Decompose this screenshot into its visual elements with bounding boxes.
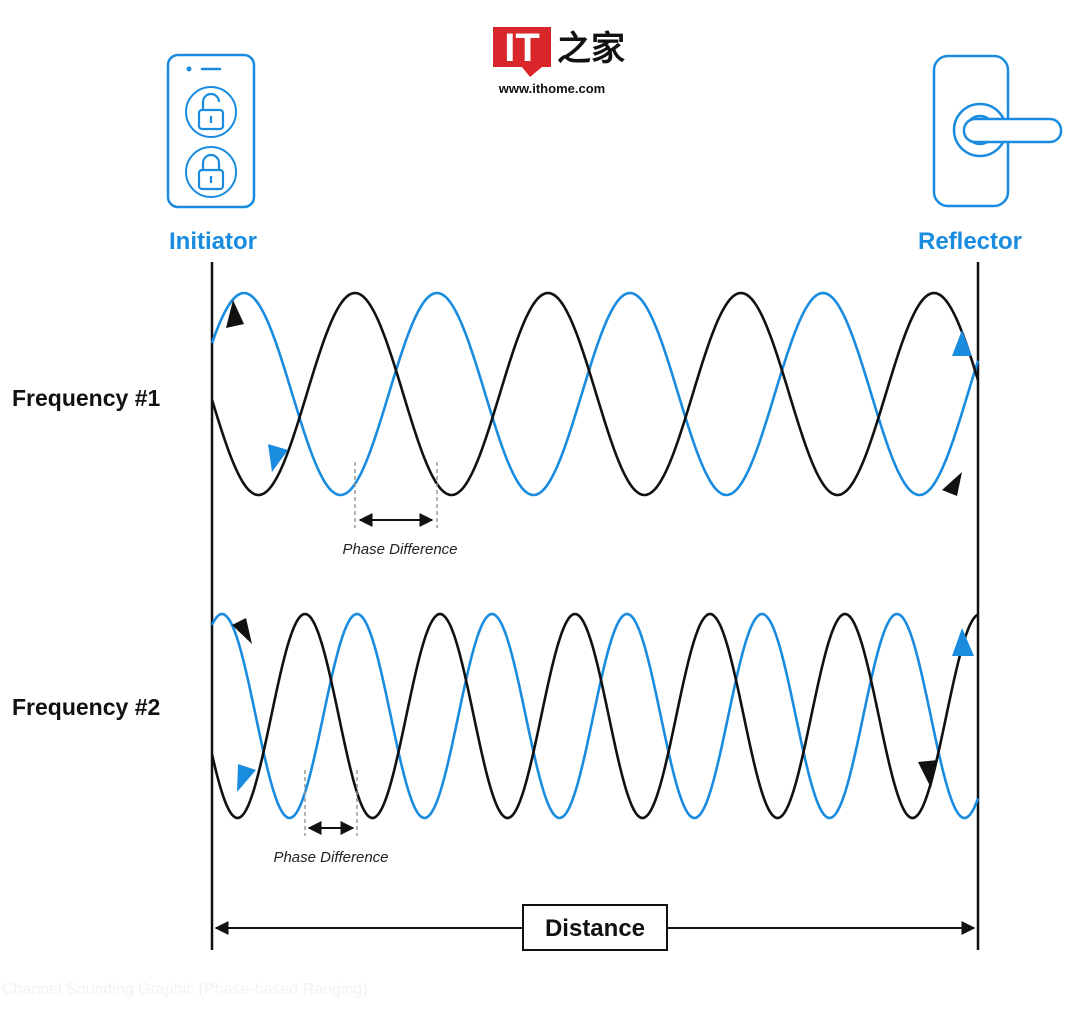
unlocked-padlock-icon xyxy=(185,86,237,138)
frequency-2-phase-difference: Phase Difference xyxy=(273,770,389,866)
initiator-label: Initiator xyxy=(169,228,257,255)
distance-label-box xyxy=(522,904,668,951)
distance-label: Distance xyxy=(545,915,645,942)
f2-outgoing-end-arrow xyxy=(918,760,938,788)
frequency-1-direction-arrows xyxy=(226,300,972,496)
ithome-url: www.ithome.com xyxy=(498,81,605,96)
frequency-1-label: Frequency #1 xyxy=(12,385,160,411)
phase-difference-label-2: Phase Difference xyxy=(273,849,388,866)
frequency-1-waves xyxy=(210,291,980,497)
distance-dimension: Distance xyxy=(214,904,976,951)
f1-return-start-arrow xyxy=(952,330,972,356)
f1-outgoing-start-arrow xyxy=(226,300,244,328)
frequency-2-waves xyxy=(210,612,980,820)
frequency-1-outgoing-wave xyxy=(210,291,980,497)
reflector-label: Reflector xyxy=(918,228,1022,255)
smartphone-lock-icon xyxy=(166,53,256,209)
f2-return-end-arrow xyxy=(237,764,256,792)
ithome-brand-text: 之家 xyxy=(557,30,625,68)
figure-caption: Channel Sounding Graphic (Phase-based Ra… xyxy=(2,981,368,998)
ithome-logo-text: IT xyxy=(504,26,540,70)
ithome-watermark: IT 之家 www.ithome.com xyxy=(493,26,625,96)
frequency-2-direction-arrows xyxy=(232,618,974,792)
frequency-2-label: Frequency #2 xyxy=(12,694,160,720)
ithome-logo-box xyxy=(493,27,551,67)
door-handle-icon xyxy=(932,54,1063,208)
frequency-1-return-wave xyxy=(210,291,980,497)
frequency-1-phase-difference: Phase Difference xyxy=(342,462,458,558)
phase-difference-label-1: Phase Difference xyxy=(342,541,457,558)
locked-padlock-icon xyxy=(185,146,237,198)
f2-outgoing-start-arrow xyxy=(232,618,252,644)
f2-return-start-arrow xyxy=(952,628,974,656)
f1-outgoing-end-arrow xyxy=(942,472,962,496)
ithome-logo-tail xyxy=(522,67,542,77)
frequency-2-outgoing-wave xyxy=(210,612,979,820)
frequency-2-return-wave xyxy=(210,612,980,820)
f1-return-end-arrow xyxy=(268,444,288,472)
